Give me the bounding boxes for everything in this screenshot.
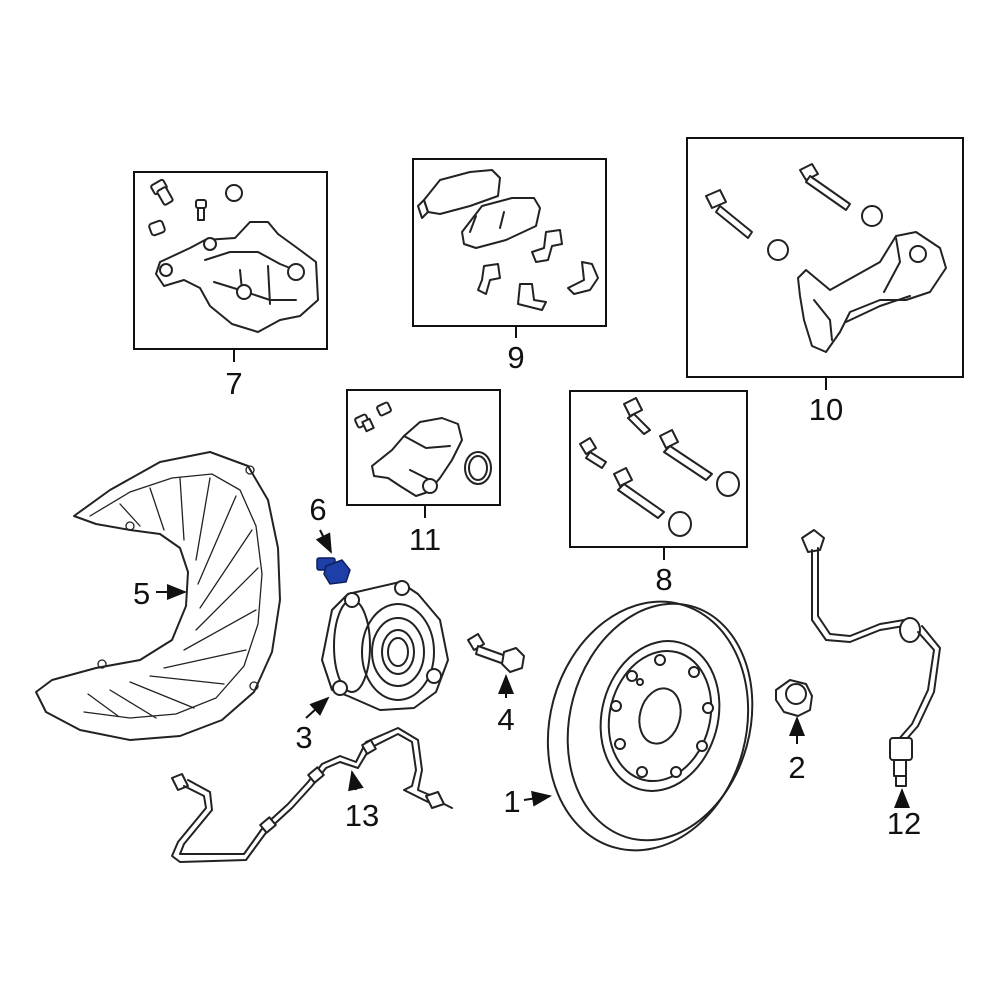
callout-12: 12 <box>887 806 921 841</box>
callout-4: 4 <box>497 702 514 737</box>
parking-brake-motor-box[interactable]: 11 <box>346 389 501 557</box>
hub-bolt[interactable]: 4 <box>467 633 525 737</box>
caliper-box[interactable]: 7 <box>133 171 328 401</box>
callout-8: 8 <box>655 562 672 597</box>
callout-7: 7 <box>225 366 242 401</box>
shield-bolt[interactable]: 6 <box>309 492 351 585</box>
brake-rotor[interactable]: 1 <box>503 579 778 873</box>
brake-pad-box[interactable]: 9 <box>412 158 607 375</box>
callout-10: 10 <box>809 392 843 427</box>
callout-13: 13 <box>345 798 379 833</box>
caliper-bolt-kit-box[interactable]: 8 <box>569 390 748 597</box>
callout-11: 11 <box>409 522 441 557</box>
abs-sensor[interactable]: 13 <box>171 727 453 863</box>
splash-shield[interactable]: 5 <box>35 451 281 741</box>
callout-1: 1 <box>503 784 520 819</box>
brake-hose[interactable]: 12 <box>801 529 941 841</box>
wheel-hub-bearing[interactable]: 3 <box>295 580 449 755</box>
callout-2: 2 <box>788 750 805 785</box>
callout-3: 3 <box>295 720 312 755</box>
caliper-bracket-box[interactable]: 10 <box>686 137 964 427</box>
hub-cap-nut[interactable]: 2 <box>775 679 813 785</box>
callout-5: 5 <box>133 576 150 611</box>
callout-6: 6 <box>309 492 326 527</box>
callout-9: 9 <box>507 340 524 375</box>
